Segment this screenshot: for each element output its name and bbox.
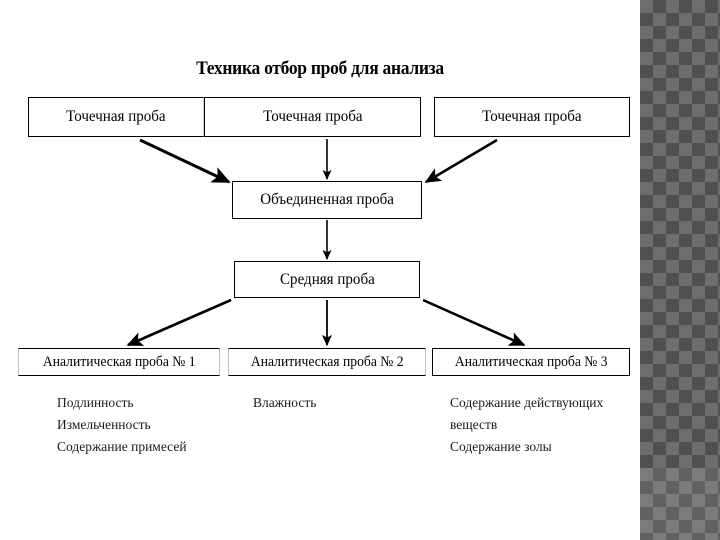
box-combined-sample[interactable]: Объединенная проба (232, 181, 422, 219)
box-analytical-sample-3-label: Аналитическая проба № 3 (454, 353, 608, 370)
arrow-average-to-analytical3 (422, 298, 526, 347)
arrow-point3-to-combined (424, 138, 498, 184)
box-point-sample-1[interactable]: Точечная проба (28, 97, 204, 137)
box-point-sample-2[interactable]: Точечная проба (204, 97, 421, 137)
arrow-average-to-analytical1 (126, 298, 232, 347)
box-point-sample-3[interactable]: Точечная проба (434, 97, 630, 137)
box-average-sample[interactable]: Средняя проба (234, 261, 420, 298)
notes-analytical-sample-2: Влажность (253, 395, 317, 410)
box-point-sample-3-label: Точечная проба (482, 108, 582, 125)
box-analytical-sample-3[interactable]: Аналитическая проба № 3 (432, 348, 630, 376)
box-combined-sample-label: Объединенная проба (260, 191, 394, 208)
box-analytical-sample-1[interactable]: Аналитическая проба № 1 (18, 348, 220, 376)
notes-analytical-sample-3: Содержание действующих веществ Содержани… (450, 395, 604, 454)
box-analytical-sample-1-label: Аналитическая проба № 1 (42, 353, 196, 370)
decorative-sidebar (640, 0, 720, 540)
box-point-sample-1-label: Точечная проба (66, 108, 166, 125)
sidebar-fade-overlay (640, 468, 720, 540)
notes-analytical-sample-1: Подлинность Измельченность Содержание пр… (57, 395, 187, 454)
page-title: Техника отбор проб для анализа (196, 58, 444, 79)
arrow-point1-to-combined (139, 138, 231, 184)
box-analytical-sample-2-label: Аналитическая проба № 2 (250, 353, 404, 370)
box-point-sample-2-label: Точечная проба (262, 108, 363, 125)
box-analytical-sample-2[interactable]: Аналитическая проба № 2 (228, 348, 426, 376)
box-average-sample-label: Средняя проба (279, 270, 375, 288)
flowchart-diagram: Техника отбор проб для анализа Точечная … (18, 58, 630, 454)
